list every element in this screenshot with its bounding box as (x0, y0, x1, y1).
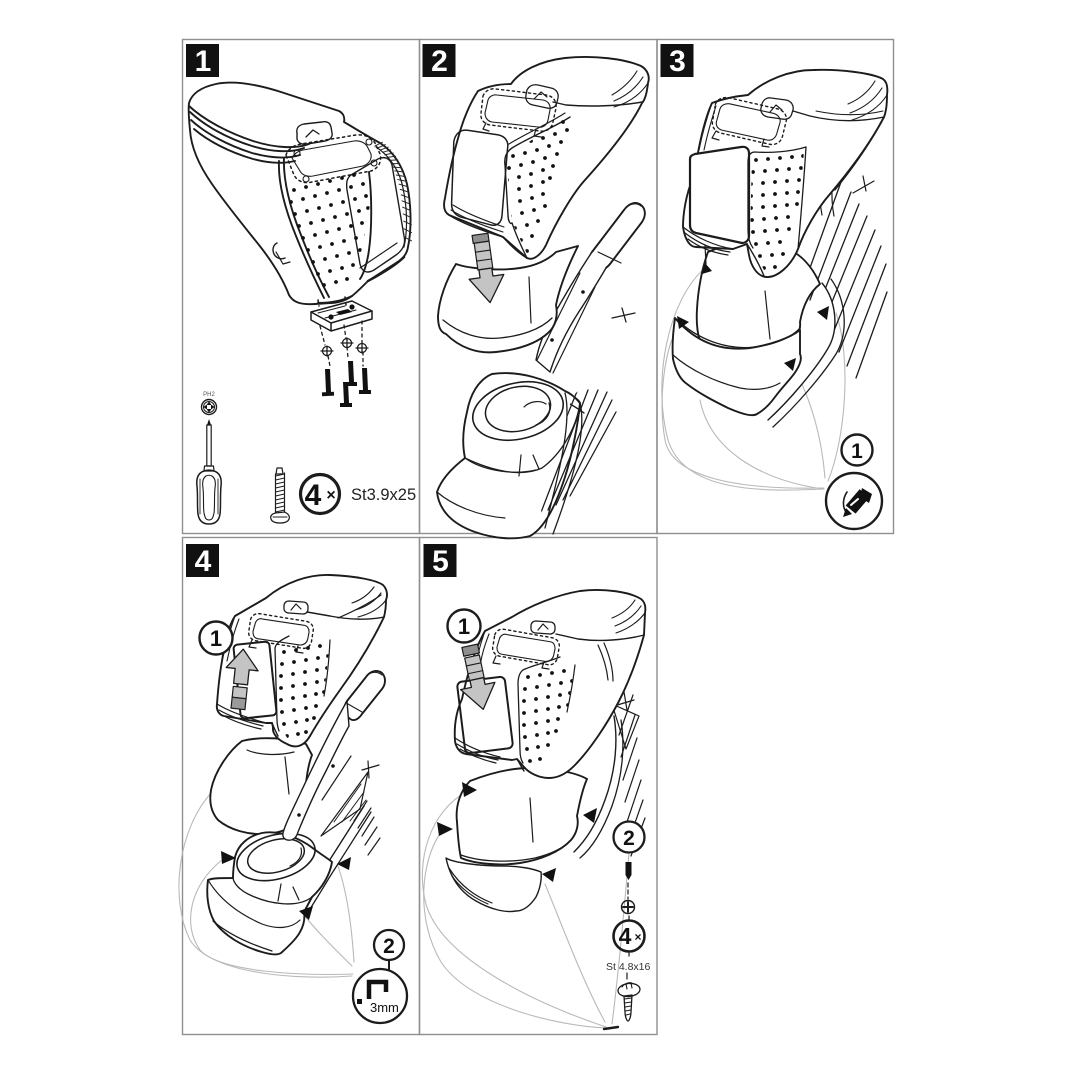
svg-text:4: 4 (195, 545, 212, 578)
svg-text:2: 2 (383, 935, 395, 958)
svg-text:PH2: PH2 (203, 392, 215, 398)
svg-text:St3.9x25: St3.9x25 (351, 486, 416, 504)
svg-text:3: 3 (669, 45, 686, 78)
svg-text:1: 1 (851, 440, 863, 463)
svg-text:1: 1 (210, 626, 222, 651)
svg-text:1: 1 (195, 45, 212, 78)
svg-text:2: 2 (623, 827, 635, 850)
svg-text:×: × (326, 487, 335, 504)
svg-text:2: 2 (431, 45, 448, 78)
svg-text:1: 1 (458, 614, 470, 639)
svg-text:4: 4 (619, 923, 632, 949)
svg-text:5: 5 (432, 545, 449, 578)
svg-text:St 4.8x16: St 4.8x16 (606, 961, 651, 973)
svg-text:4: 4 (305, 479, 322, 512)
svg-text:3mm: 3mm (370, 1000, 399, 1015)
svg-text:×: × (634, 930, 641, 944)
